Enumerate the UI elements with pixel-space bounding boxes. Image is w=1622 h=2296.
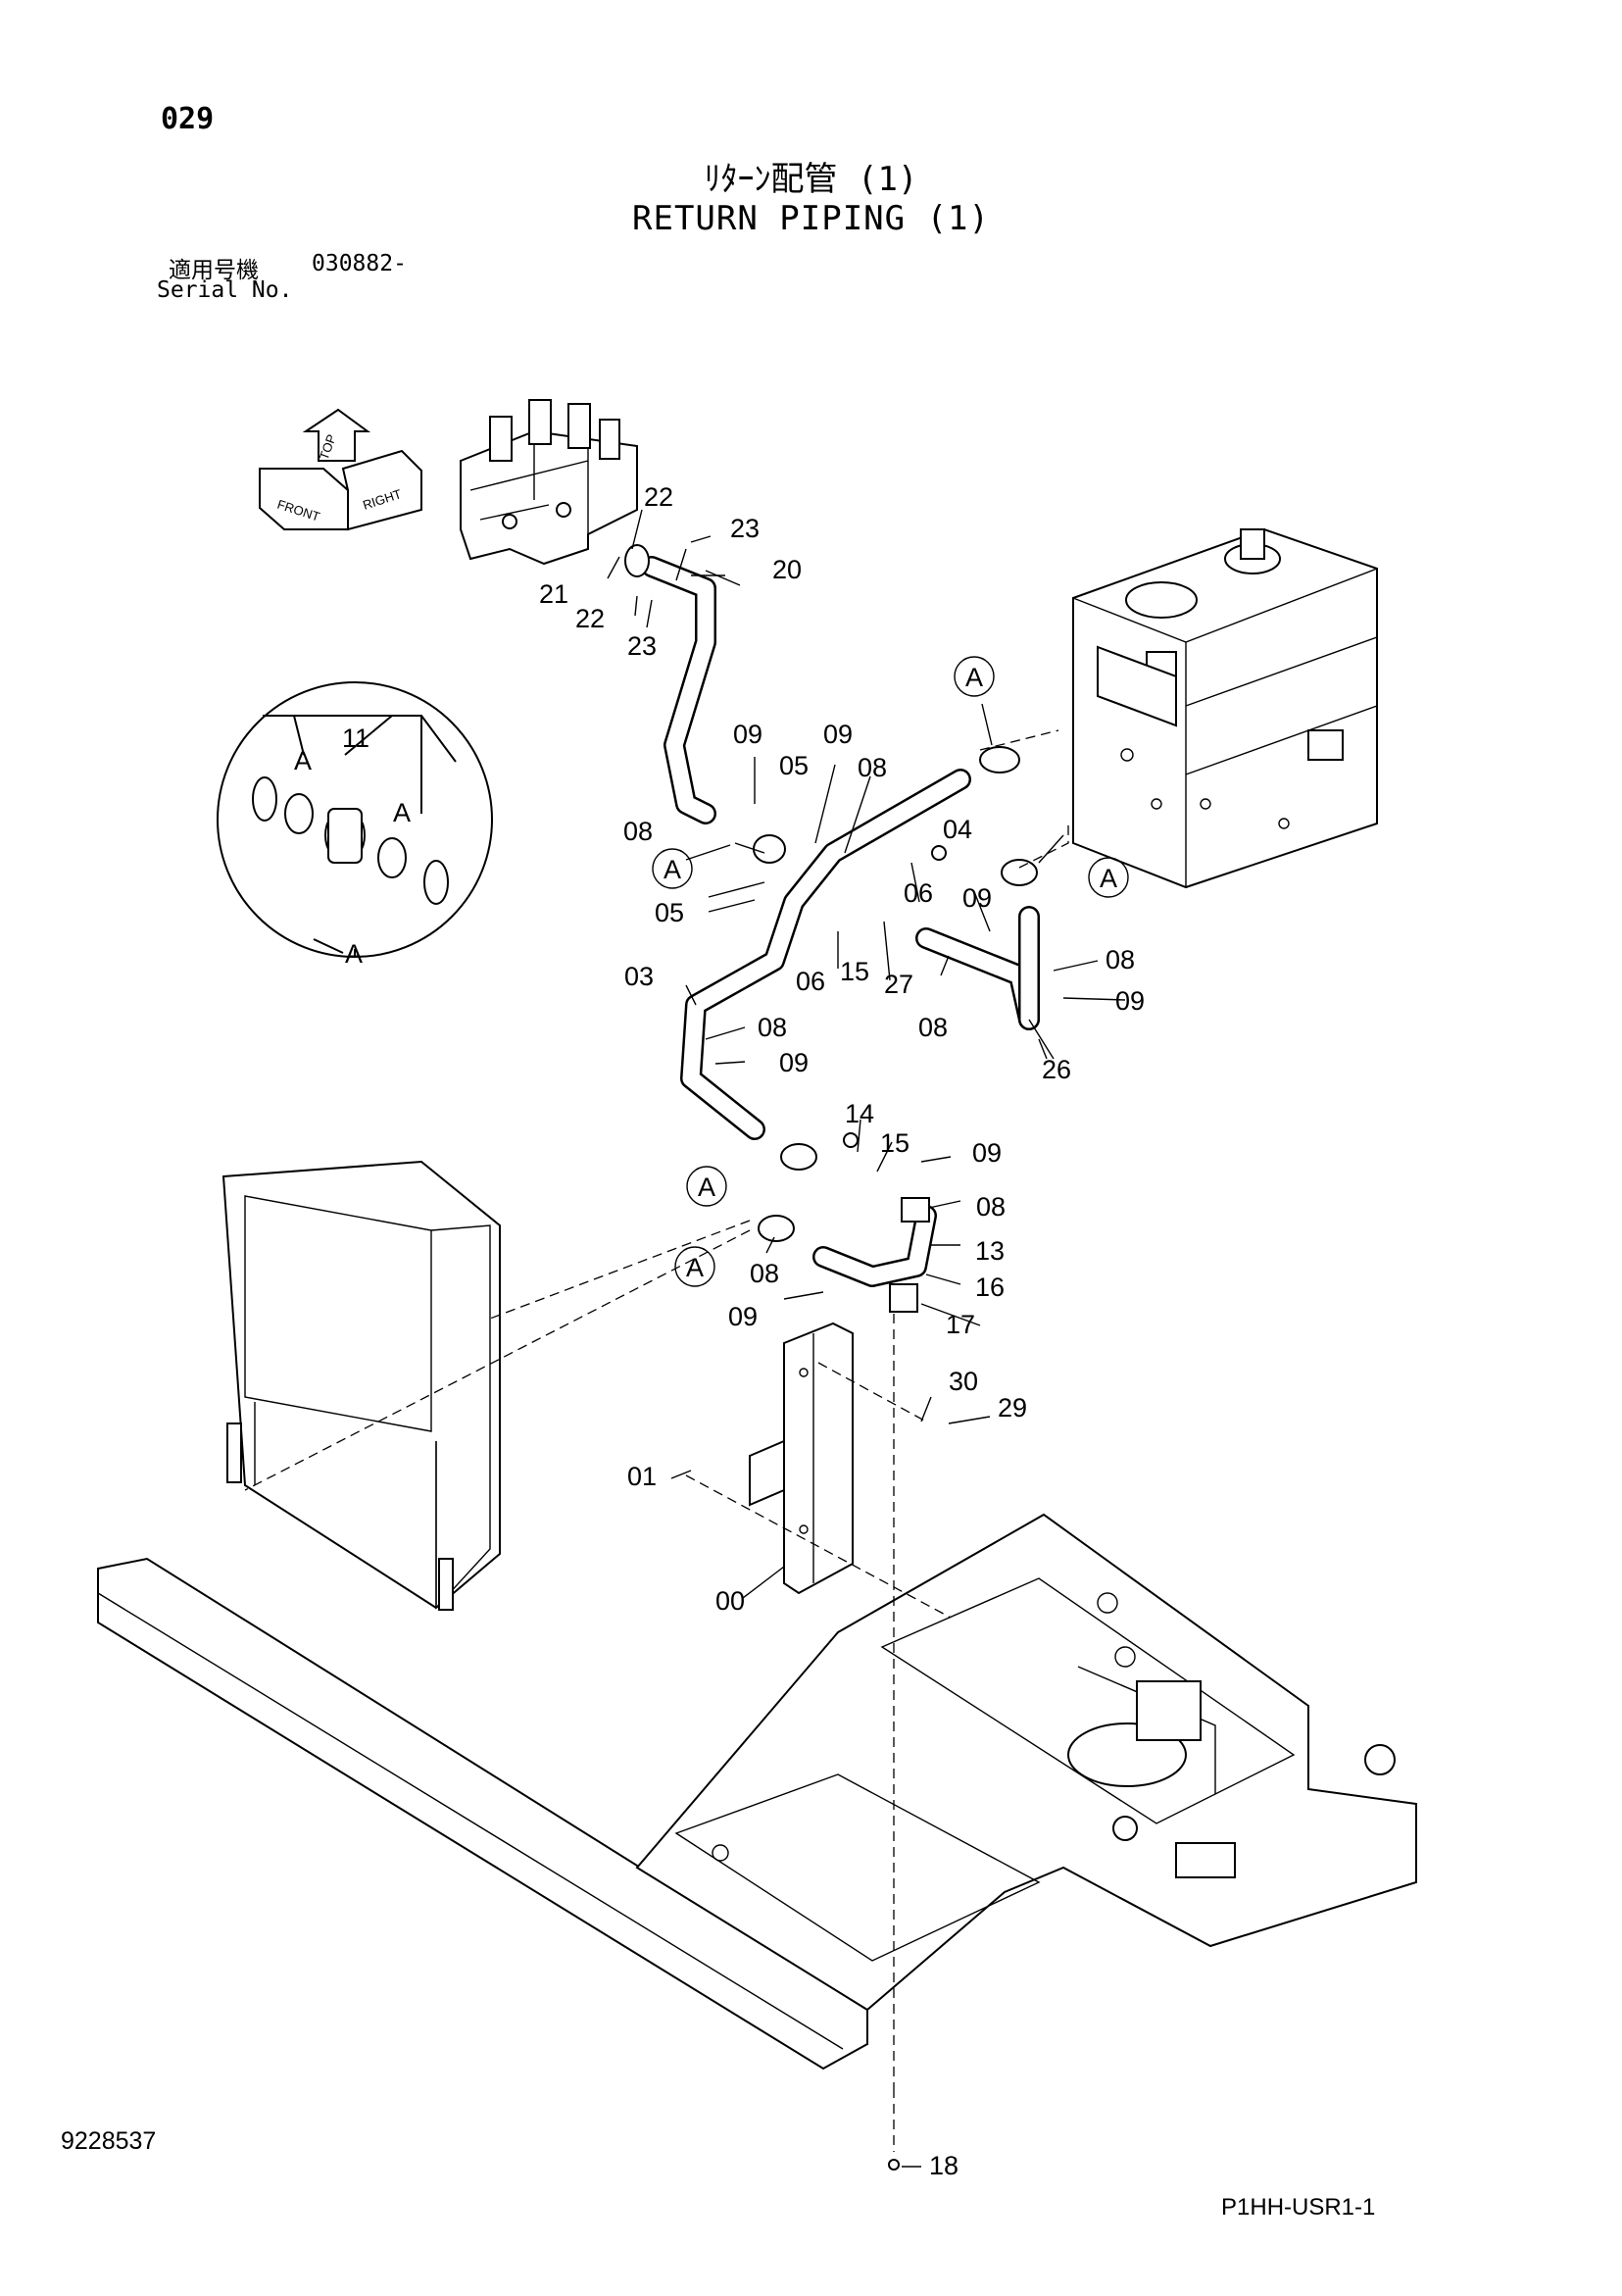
callout-04: 04 bbox=[943, 815, 972, 844]
callout-08-lower-left: 08 bbox=[750, 1259, 779, 1288]
callout-a-tank-lower: A bbox=[1100, 864, 1117, 893]
callout-15-upper: 15 bbox=[840, 957, 869, 986]
callout-05-upper: 05 bbox=[779, 751, 809, 780]
callout-26: 26 bbox=[1042, 1055, 1071, 1084]
serial-label-english: Serial No. bbox=[157, 277, 293, 303]
callout-21: 21 bbox=[539, 579, 568, 609]
support-bracket bbox=[749, 1322, 854, 1595]
callout-17: 17 bbox=[946, 1310, 975, 1339]
callout-18: 18 bbox=[929, 2151, 958, 2180]
callout-20: 20 bbox=[772, 555, 802, 584]
title-japanese: ﾘﾀｰﾝ配管 (1) bbox=[704, 160, 918, 199]
callout-labels: 22 23 20 21 22 23 A 09 09 05 08 08 A 04 … bbox=[539, 482, 1145, 2180]
callout-08-upper-left: 08 bbox=[623, 817, 653, 846]
callout-22-lower: 22 bbox=[575, 604, 605, 633]
detail-view-a: 11 A A A bbox=[217, 681, 493, 969]
serial-label-japanese: 適用号機 bbox=[169, 258, 259, 283]
callout-01: 01 bbox=[627, 1462, 657, 1491]
callout-08-right: 08 bbox=[1106, 945, 1135, 974]
oil-cooler bbox=[221, 1160, 501, 1611]
return-pipe-20 bbox=[641, 556, 716, 824]
callout-27: 27 bbox=[884, 970, 913, 999]
callout-09-lower-left: 09 bbox=[728, 1302, 758, 1331]
callout-08-lower-mid: 08 bbox=[918, 1013, 948, 1042]
callout-06-right: 06 bbox=[904, 878, 933, 908]
page-number: 029 bbox=[161, 102, 215, 136]
leader-lines bbox=[607, 509, 1126, 2168]
alignment-lines bbox=[244, 729, 1069, 2171]
document-id: 9228537 bbox=[61, 2127, 157, 2155]
callout-09-lower-right: 09 bbox=[972, 1138, 1002, 1168]
callout-09-upper-right: 09 bbox=[823, 720, 853, 749]
detail-label-a-left: A bbox=[294, 746, 312, 775]
callout-13: 13 bbox=[975, 1236, 1005, 1266]
title-english: RETURN PIPING (1) bbox=[632, 199, 990, 238]
upper-frame bbox=[97, 1513, 1417, 2071]
callout-23-lower: 23 bbox=[627, 631, 657, 661]
hydraulic-tank bbox=[1072, 527, 1378, 889]
callout-a-pipe-upper: A bbox=[664, 855, 681, 884]
callout-00: 00 bbox=[715, 1586, 745, 1616]
callout-a-tank-top: A bbox=[965, 663, 983, 692]
return-pipe-26 bbox=[915, 906, 1040, 1030]
return-pipe-13 bbox=[812, 1205, 937, 1287]
callout-a-lower-2: A bbox=[686, 1253, 704, 1282]
callout-08-mid-left: 08 bbox=[758, 1013, 787, 1042]
callout-09-mid-left: 09 bbox=[779, 1048, 809, 1077]
callout-09-right: 09 bbox=[1115, 986, 1145, 1016]
serial-number-value: 030882- bbox=[312, 251, 407, 276]
callout-08-lower-right: 08 bbox=[976, 1192, 1006, 1222]
return-pipe-03 bbox=[680, 769, 971, 1140]
callout-06-left: 06 bbox=[796, 967, 825, 996]
orientation-arrows: FRONT TOP RIGHT bbox=[259, 408, 422, 531]
sheet-code: P1HH-USR1-1 bbox=[1221, 2194, 1376, 2221]
callout-14: 14 bbox=[845, 1099, 874, 1128]
callout-22-top: 22 bbox=[644, 482, 673, 512]
detail-view-name: A bbox=[345, 939, 363, 969]
callout-a-lower-1: A bbox=[698, 1173, 715, 1202]
callout-09-upper-left: 09 bbox=[733, 720, 762, 749]
callout-03: 03 bbox=[624, 962, 654, 991]
callout-05-lower: 05 bbox=[655, 898, 684, 927]
callout-16: 16 bbox=[975, 1273, 1005, 1302]
callout-29: 29 bbox=[998, 1393, 1027, 1423]
callout-30: 30 bbox=[949, 1367, 978, 1396]
detail-label-a-right: A bbox=[393, 798, 411, 827]
callout-08-upper-right: 08 bbox=[858, 753, 887, 782]
hose-clamps bbox=[624, 544, 1038, 1313]
detail-label-11: 11 bbox=[342, 724, 369, 753]
callout-09-mid-right: 09 bbox=[962, 883, 992, 913]
callout-23-top: 23 bbox=[730, 514, 760, 543]
control-valve bbox=[460, 399, 638, 566]
callout-15-lower: 15 bbox=[880, 1128, 909, 1158]
